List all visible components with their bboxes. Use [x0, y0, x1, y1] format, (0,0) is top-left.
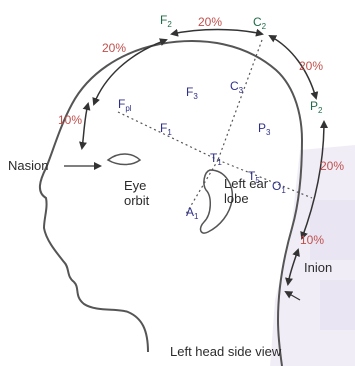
- label-orbit: orbit: [124, 193, 150, 208]
- label-nasion: Nasion: [8, 158, 48, 173]
- eye-shape: [108, 154, 140, 165]
- label-inion: Inion: [304, 260, 332, 275]
- pct-top-right: 20%: [299, 59, 323, 73]
- electrode-f1: F1: [160, 121, 172, 137]
- pct-top-center: 20%: [198, 15, 222, 29]
- pct-top-left: 20%: [102, 41, 126, 55]
- electrode-fpl: Fpl: [118, 97, 132, 113]
- caption: Left head side view: [170, 344, 282, 359]
- head-outline: [40, 41, 302, 366]
- electrode-o1: O1: [272, 179, 286, 195]
- electrode-f3: F3: [186, 85, 198, 101]
- electrode-c3: C3: [230, 79, 244, 95]
- pct-right-mid: 20%: [320, 159, 344, 173]
- electrode-p2: P2: [310, 99, 323, 115]
- label-eye: Eye: [124, 178, 146, 193]
- electrode-f2: F2: [160, 13, 172, 29]
- pct-bottom-right: 10%: [300, 233, 324, 247]
- electrode-p3: P3: [258, 121, 271, 137]
- pct-left: 10%: [58, 113, 82, 127]
- electrode-a1: A1: [186, 205, 199, 221]
- label-lobe: lobe: [224, 191, 249, 206]
- electrode-c2: C2: [253, 15, 267, 31]
- watermark: [270, 145, 355, 366]
- label-left-ear: Left ear: [224, 176, 269, 191]
